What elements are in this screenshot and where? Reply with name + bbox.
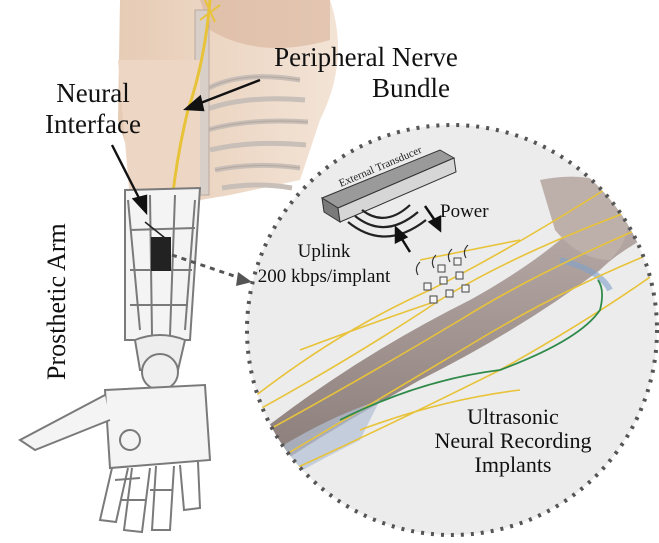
implants-label: Ultrasonic Neural Recording Implants — [408, 406, 618, 476]
neural-interface-label: Neural Interface — [18, 80, 168, 138]
implants-line2: Neural Recording — [408, 430, 618, 452]
implants-line1: Ultrasonic — [408, 406, 618, 428]
implants-line3: Implants — [408, 454, 618, 476]
neural-interface-line2: Interface — [18, 111, 168, 138]
pnb-line2: Bundle — [236, 75, 496, 102]
uplink-line1: Uplink — [244, 242, 404, 261]
uplink-line2: 200 kbps/implant — [244, 267, 404, 286]
prosthetic-arm-label: Prosthetic Arm — [44, 223, 70, 380]
power-label: Power — [440, 202, 489, 221]
pnb-line1: Peripheral Nerve — [236, 44, 496, 71]
uplink-label: Uplink 200 kbps/implant — [244, 242, 404, 286]
neural-interface-line1: Neural — [18, 80, 168, 107]
peripheral-nerve-bundle-label: Peripheral Nerve Bundle — [236, 44, 496, 102]
